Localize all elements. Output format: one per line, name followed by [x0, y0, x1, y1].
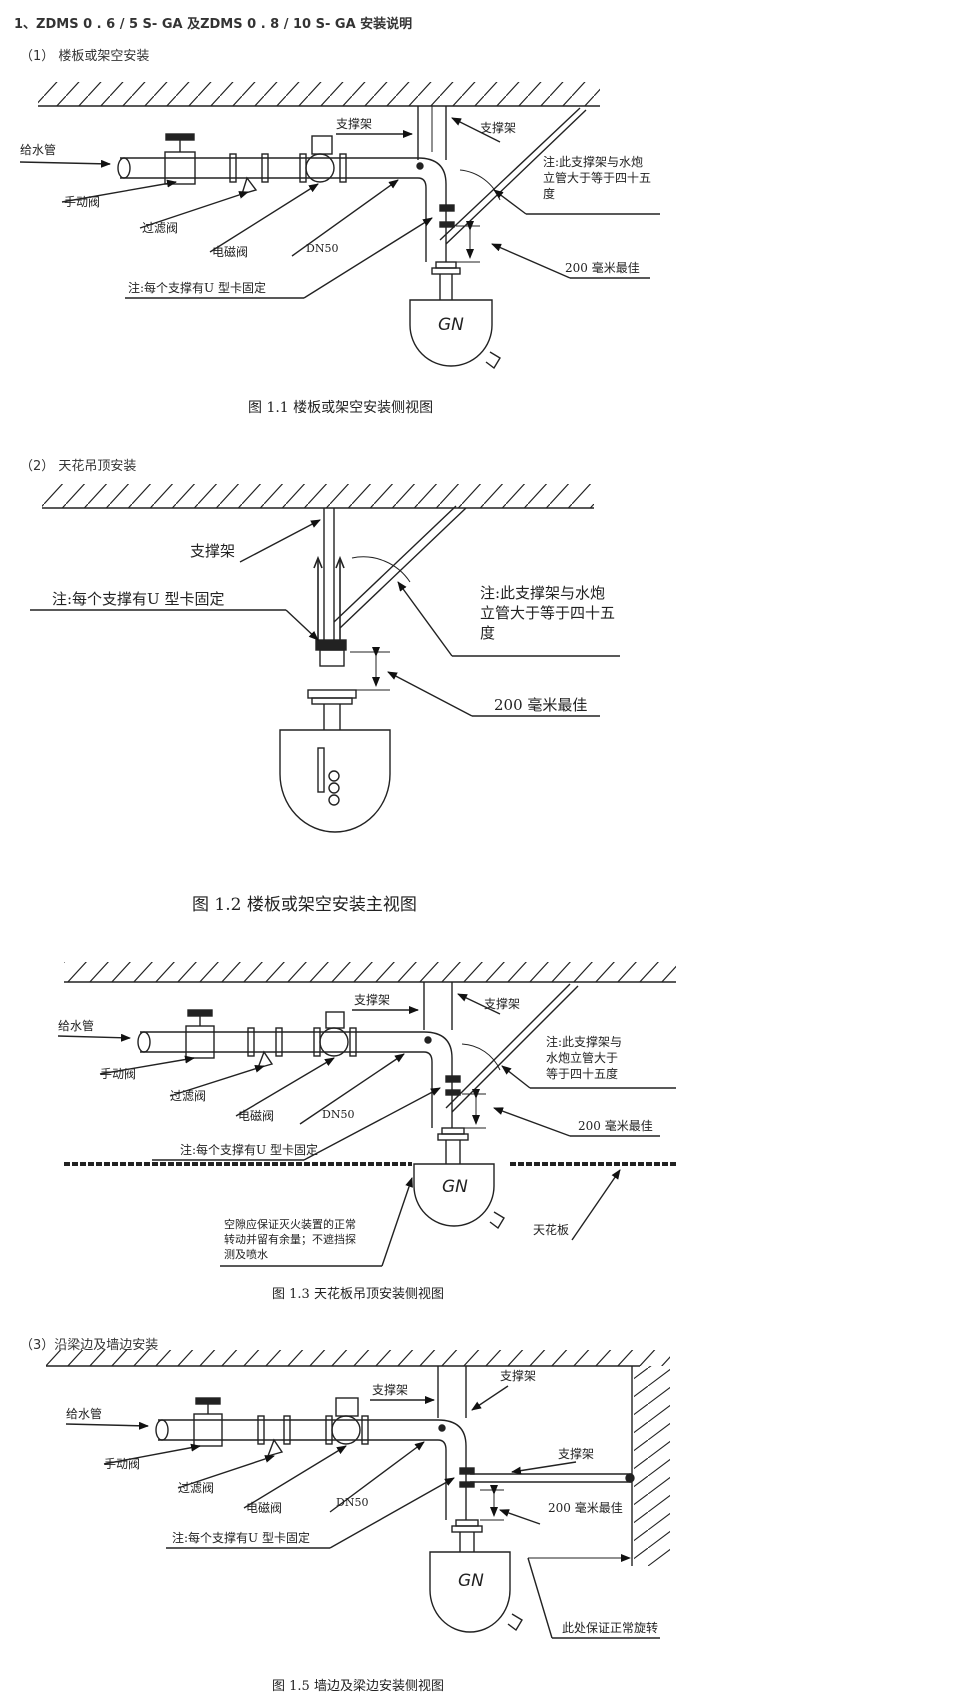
floor-slab-hatch	[46, 1350, 670, 1366]
figure-1-2	[30, 484, 620, 833]
label-angle-note-line-1: 注:此支撑架与	[546, 1034, 622, 1049]
label-manual-valve: 手动阀	[104, 1457, 140, 1471]
label-manual-valve: 手动阀	[64, 195, 100, 209]
gn-cannon-head	[429, 1551, 511, 1633]
label-best-200: 200 毫米最佳	[578, 1118, 653, 1133]
diagonal-brace	[333, 505, 457, 623]
gn-cannon-head	[413, 1163, 495, 1227]
u-clamp	[315, 639, 347, 651]
label-dn50: DN50	[322, 1108, 354, 1121]
supply-pipe	[120, 157, 418, 179]
label-angle-note-line-3: 度	[480, 624, 495, 642]
label-best-200: 200 毫米最佳	[494, 696, 587, 714]
label-support-1: 支撑架	[354, 992, 390, 1007]
label-ceiling-board: 天花板	[533, 1222, 569, 1237]
label-solenoid-valve: 电磁阀	[212, 244, 248, 259]
floor-slab-hatch	[42, 484, 594, 508]
figure-caption-1-2: 图 1.2 楼板或架空安装主视图	[192, 895, 417, 915]
floor-slab-hatch	[64, 962, 676, 982]
label-angle-note-line-1: 注:此支撑架与水炮	[480, 584, 605, 602]
label-support: 支撑架	[190, 542, 235, 560]
section-title-2: （2） 天花吊顶安装	[20, 459, 137, 474]
label-dn50: DN50	[336, 1496, 368, 1509]
supply-pipe	[158, 1419, 438, 1441]
floor-slab-hatch	[38, 82, 600, 106]
label-gap-note-line-2: 转动并留有余量；不遮挡探	[224, 1232, 356, 1246]
label-dn50: DN50	[306, 242, 338, 255]
section-title-1: （1） 楼板或架空安装	[20, 49, 150, 64]
diagonal-brace	[439, 107, 581, 241]
label-manual-valve: 手动阀	[100, 1067, 136, 1081]
label-u-clamp-note: 注:每个支撑有U 型卡固定	[128, 280, 266, 295]
label-support-3: 支撑架	[558, 1446, 594, 1461]
manual-valve-body	[164, 151, 196, 185]
section-title-3: （3）沿梁边及墙边安装	[20, 1338, 159, 1353]
label-filter-valve: 过滤阀	[170, 1089, 206, 1103]
page-heading: 1、ZDMS 0 . 6 / 5 S- GA 及ZDMS 0 . 8 / 10 …	[14, 17, 413, 32]
manual-valve-body	[185, 1025, 215, 1059]
label-solenoid-valve: 电磁阀	[246, 1500, 282, 1515]
label-support-1: 支撑架	[336, 116, 372, 131]
label-support-2: 支撑架	[484, 996, 520, 1011]
label-gap-note-line-3: 测及喷水	[224, 1248, 268, 1261]
label-water-pipe: 给水管	[66, 1406, 102, 1421]
label-filter-valve: 过滤阀	[178, 1481, 214, 1495]
label-gap-note-line-1: 空隙应保证灭火装置的正常	[224, 1217, 356, 1231]
label-water-pipe: 给水管	[58, 1018, 94, 1033]
gn-cannon-head	[279, 729, 391, 833]
figure-caption-1-3: 图 1.3 天花板吊顶安装侧视图	[272, 1286, 444, 1302]
figure-caption-1-1: 图 1.1 楼板或架空安装侧视图	[248, 400, 433, 416]
label-angle-note-line-3: 等于四十五度	[546, 1066, 618, 1081]
label-support-1: 支撑架	[372, 1382, 408, 1397]
label-best-200: 200 毫米最佳	[548, 1500, 623, 1515]
label-support-2: 支撑架	[500, 1368, 536, 1383]
manual-valve-body	[193, 1413, 223, 1447]
figure-caption-1-5: 图 1.5 墙边及梁边安装侧视图	[272, 1679, 444, 1694]
label-angle-note-line-3: 度	[543, 186, 555, 201]
gn-label: GN	[438, 315, 464, 335]
gn-label: GN	[442, 1177, 468, 1197]
label-support-2: 支撑架	[480, 120, 516, 135]
label-solenoid-valve: 电磁阀	[238, 1108, 274, 1123]
label-angle-note-line-2: 立管大于等于四十五	[480, 604, 615, 622]
label-angle-note-line-2: 立管大于等于四十五	[543, 170, 651, 185]
label-u-clamp-note: 注:每个支撑有U 型卡固定	[180, 1142, 318, 1157]
label-rotate-note: 此处保证正常旋转	[562, 1620, 658, 1635]
label-filter-valve: 过滤阀	[142, 221, 178, 235]
pipe-end	[117, 157, 131, 179]
diagonal-brace	[445, 983, 571, 1109]
figure-1-5	[46, 1350, 670, 1639]
angle-arc	[459, 169, 501, 201]
label-u-clamp-note: 注:每个支撑有U 型卡固定	[52, 590, 224, 608]
figure-1-3	[57, 962, 676, 1267]
gn-cannon-head	[409, 299, 493, 367]
label-angle-note-line-1: 注:此支撑架与水炮	[543, 154, 643, 169]
gn-label: GN	[458, 1571, 484, 1591]
figure-1-1	[19, 82, 660, 370]
label-water-pipe: 给水管	[20, 142, 56, 157]
wall-hatch	[634, 1366, 670, 1566]
label-u-clamp-note: 注:每个支撑有U 型卡固定	[172, 1530, 310, 1545]
label-best-200: 200 毫米最佳	[565, 260, 640, 275]
manual-valve-handle	[165, 133, 195, 141]
label-angle-note-line-2: 水炮立管大于	[546, 1050, 618, 1065]
